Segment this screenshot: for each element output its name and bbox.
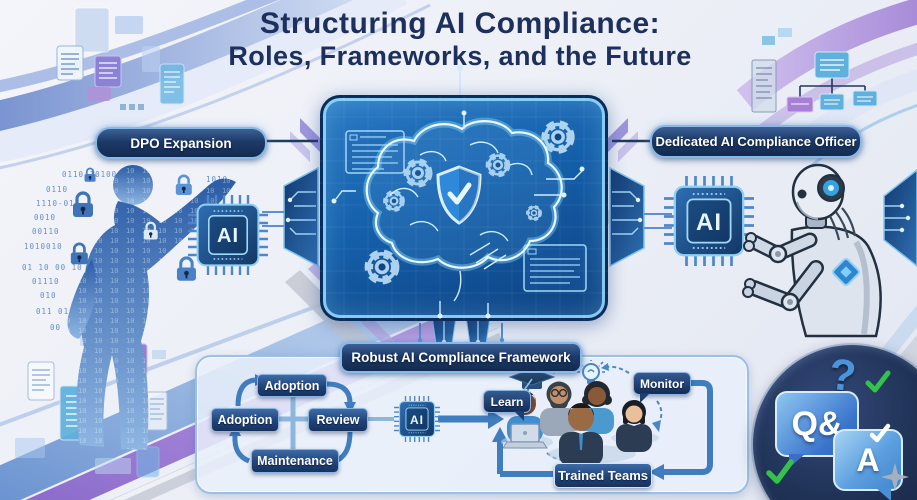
framework-panel: Adoption Adoption Review Maintenance AI — [195, 355, 749, 494]
cycle-node-label: Adoption — [217, 413, 273, 427]
learn-bubble-text: Learn — [490, 394, 524, 409]
cycle-cross-lines — [274, 392, 311, 452]
left-connector — [262, 166, 319, 268]
ai-chip-label: AI — [217, 225, 239, 247]
cycle-node-label: Maintenance — [257, 454, 333, 468]
framework-title-label: Robust AI Compliance Framework — [340, 342, 582, 373]
graduation-cap-icon — [508, 368, 556, 396]
digital-human-figure — [67, 165, 236, 450]
laptop-icon — [502, 423, 548, 449]
checkmark-icon — [766, 459, 794, 484]
cycle-node-maintenance: Maintenance — [251, 449, 339, 473]
robot-ear-disc — [817, 174, 845, 202]
ai-compliance-officer-text: Dedicated AI Compliance Officer — [655, 134, 857, 149]
team-member — [540, 381, 578, 436]
binary-fragment: 01 10 00 10 — [22, 263, 83, 272]
shield-check-icon — [436, 165, 482, 225]
right-edge-chip — [883, 169, 917, 267]
binary-fragment: 00110 — [32, 227, 60, 236]
monitor-bubble: Monitor — [633, 372, 691, 403]
team-member — [559, 403, 603, 466]
cycle-node-adoption-left: Adoption — [211, 408, 279, 432]
ai-brain-illustration — [320, 95, 608, 321]
ai-chip-label: AI — [410, 413, 424, 427]
chest-emblem-icon — [832, 258, 860, 286]
trained-teams-text: Trained Teams — [557, 468, 649, 483]
top-glow-dot — [457, 65, 463, 71]
return-loop — [497, 441, 553, 477]
ai-chip-label: AI — [696, 209, 722, 236]
q-speech-bubble: Q& — [775, 391, 859, 468]
robot-upper-arm — [743, 232, 818, 264]
trained-teams-box: Trained Teams — [554, 463, 652, 488]
binary-fragment: 00 — [50, 323, 62, 332]
monitor-loop — [663, 380, 713, 475]
binary-fragment: 011 01010 — [36, 307, 86, 316]
cycle-node-label: Review — [316, 413, 360, 427]
ai-chip-icon: AI — [188, 195, 268, 275]
cycle-node-review: Review — [308, 408, 368, 432]
binary-fragment: 01110 — [32, 277, 60, 286]
title-line-2: Roles, Frameworks, and the Future — [228, 41, 692, 71]
cycle-node-label: Adoption — [264, 378, 320, 393]
dpo-expansion-scene: 0110 10100 0110 1110-01 0010 00110 10100… — [10, 145, 280, 455]
framework-title-text: Robust AI Compliance Framework — [351, 350, 571, 365]
dpo-expansion-text: DPO Expansion — [130, 135, 232, 151]
robot-figure: AI — [662, 163, 882, 338]
document-cards-top-left — [56, 7, 185, 110]
binary-fragment: 010 — [40, 291, 57, 300]
learn-bubble: Learn — [483, 390, 531, 421]
chip-team-arrowhead — [488, 409, 504, 429]
ai-officer-scene: AI — [650, 150, 917, 340]
title-line-1: Structuring AI Compliance: — [259, 7, 661, 40]
right-connector — [609, 166, 672, 268]
binary-fragment: 1010010 — [24, 242, 63, 251]
dpo-expansion-label: DPO Expansion — [95, 127, 267, 159]
robot-lower-arm — [742, 260, 824, 312]
sparkle-icon — [881, 463, 909, 491]
ai-chip-icon: AI — [394, 396, 440, 442]
binary-fragment: 0010 — [34, 213, 57, 222]
ai-brain-panel — [320, 95, 608, 321]
checkmark-icon — [865, 370, 891, 393]
return-arrowhead — [492, 427, 508, 442]
monitor-bubble-text: Monitor — [640, 376, 684, 391]
document-icon-top-left — [345, 130, 405, 174]
trained-team-illustration — [501, 360, 659, 466]
qa-badge: ? Q& A — [753, 345, 917, 500]
ai-compliance-officer-label: Dedicated AI Compliance Officer — [650, 125, 862, 158]
robot-eye — [797, 189, 807, 199]
team-member — [616, 400, 652, 452]
binary-fragment: 1110-01 — [36, 199, 75, 208]
cycle-node-adoption-top: Adoption — [257, 374, 327, 397]
cycle-arrows — [232, 377, 353, 464]
a-bubble-text: A — [856, 441, 880, 478]
bottom-circuit-legs — [417, 315, 505, 345]
white-checkmark-icon — [869, 423, 891, 443]
monitor-loop-arrowhead — [649, 464, 664, 480]
document-icon-bottom-right — [523, 244, 587, 292]
binary-fragment: 0110 — [46, 185, 69, 194]
page-title: Structuring AI Compliance: Roles, Framew… — [120, 7, 800, 72]
binary-fragment: 1010 — [206, 175, 229, 184]
org-chart-top-right — [751, 28, 878, 113]
a-speech-bubble: A — [833, 429, 903, 500]
